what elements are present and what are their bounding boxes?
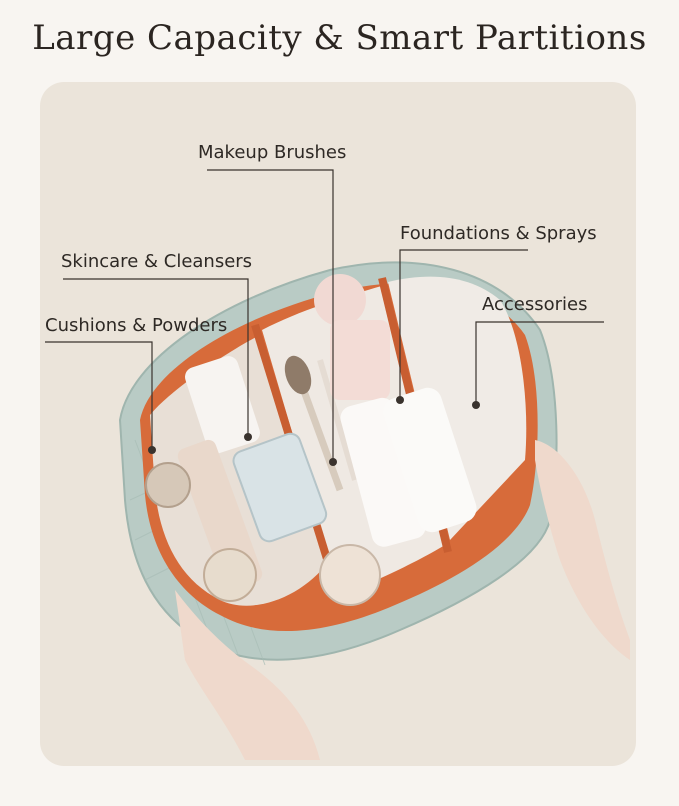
pink-bottle <box>330 320 390 400</box>
page-title: Large Capacity & Smart Partitions <box>32 18 647 58</box>
compact-1 <box>319 544 381 606</box>
dot-skincare <box>244 433 252 441</box>
brush-2 <box>317 359 358 481</box>
right-compartment <box>388 276 527 540</box>
line-accessories <box>475 321 604 405</box>
line-cushions <box>45 341 153 450</box>
cushion-compact <box>145 462 191 508</box>
callout-cushions-powders: Cushions & Powders <box>45 315 228 336</box>
callout-makeup-brushes: Makeup Brushes <box>198 142 347 163</box>
dot-cushions <box>148 446 156 454</box>
line-makeup-brushes <box>207 169 334 462</box>
tall-white-bottle <box>340 397 426 547</box>
callout-lines <box>45 169 604 466</box>
dot-makeup-brushes <box>329 458 337 466</box>
dot-accessories <box>472 401 480 409</box>
compact-2 <box>203 548 257 602</box>
callout-foundations-sprays: Foundations & Sprays <box>400 223 597 244</box>
callout-skincare-cleansers: Skincare & Cleansers <box>61 251 253 272</box>
spray-bottle <box>383 387 477 533</box>
brush-1 <box>296 378 344 492</box>
bottle-white-1 <box>185 356 260 454</box>
pink-cap <box>314 274 366 326</box>
brush-1-head <box>284 355 312 395</box>
left-hand <box>175 590 320 760</box>
line-foundations <box>399 249 528 400</box>
callout-accessories: Accessories <box>482 294 588 315</box>
glass-jar <box>232 432 328 543</box>
dot-foundations <box>396 396 404 404</box>
line-skincare <box>63 278 249 437</box>
right-hand <box>535 440 630 660</box>
